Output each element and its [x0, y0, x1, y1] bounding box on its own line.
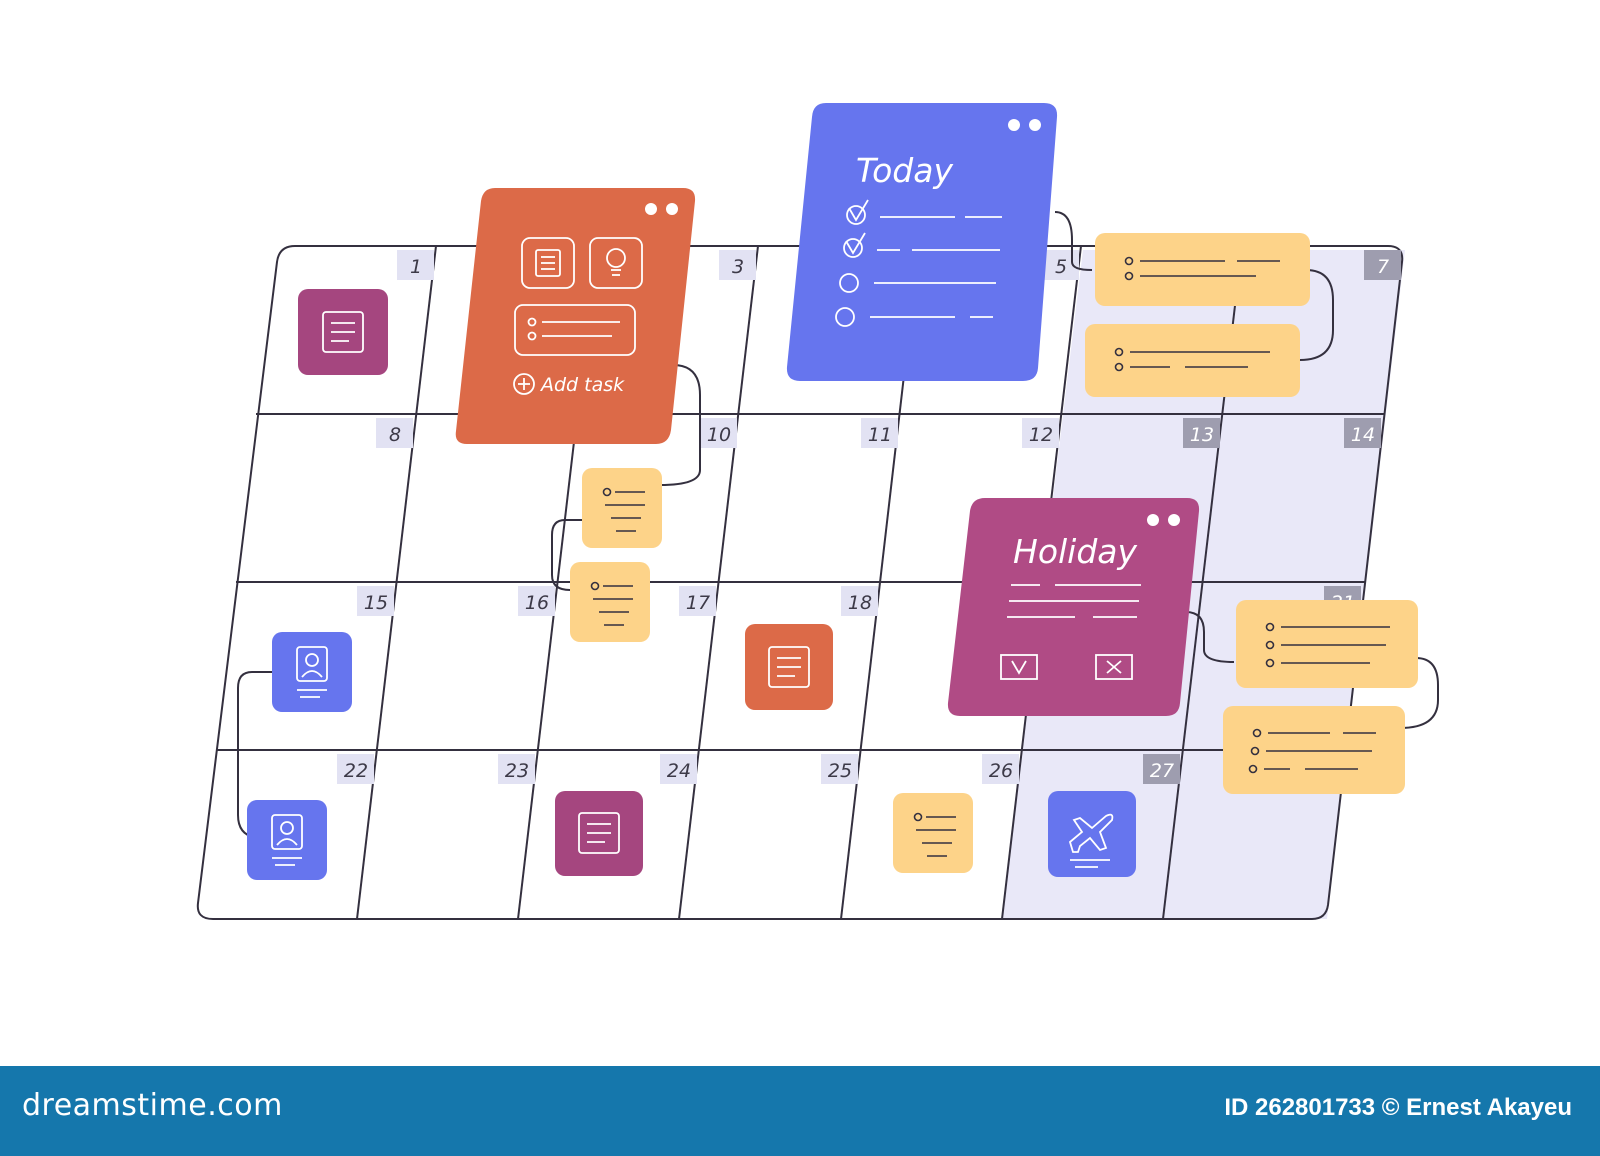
window-dots-icon [645, 203, 678, 215]
calendar-frame [196, 245, 1404, 920]
user-card-icon [296, 646, 328, 698]
tasks-card[interactable]: Add task [455, 188, 696, 444]
add-task-label: Add task [539, 374, 625, 396]
window-dots-icon [1008, 119, 1041, 131]
holiday-title: Holiday [1013, 532, 1138, 571]
airplane-icon [1068, 813, 1114, 868]
document-tile[interactable] [298, 289, 388, 375]
day-number: 27 [1150, 760, 1174, 782]
day-badge-25: 25 [821, 754, 858, 784]
day-badge-11: 11 [861, 418, 898, 448]
holiday-text-lines [1007, 584, 1141, 618]
day-badge-10: 10 [700, 418, 737, 448]
checkbox-icon[interactable] [846, 199, 869, 225]
calendar-illustration: 1 3 5 7 8 10 11 12 13 14 15 16 17 18 21 … [196, 103, 1439, 920]
today-card[interactable]: Today [786, 103, 1058, 381]
user-card-tile[interactable] [247, 800, 327, 880]
day-badge-3: 3 [719, 250, 756, 280]
day-badge-24: 24 [660, 754, 697, 784]
day-number: 15 [364, 592, 388, 614]
today-title: Today [856, 151, 953, 190]
document-icon [322, 311, 364, 353]
day-badge-22: 22 [337, 754, 374, 784]
day-number: 24 [667, 760, 691, 782]
day-badge-12: 12 [1022, 418, 1059, 448]
connector-lines [237, 211, 1439, 839]
checkbox-icon[interactable] [839, 273, 859, 293]
brand-logo[interactable]: dreamstime.com [22, 1088, 283, 1123]
day-number: 17 [686, 592, 710, 614]
confirm-button[interactable] [1000, 654, 1038, 680]
day-number: 8 [389, 424, 401, 446]
day-number: 25 [828, 760, 852, 782]
lightbulb-icon[interactable] [589, 237, 643, 289]
document-icon [768, 646, 810, 688]
note-yellow[interactable] [1236, 600, 1418, 688]
day-badge-14: 14 [1344, 418, 1381, 448]
day-number: 22 [344, 760, 368, 782]
day-number: 26 [989, 760, 1013, 782]
note-yellow-small[interactable] [570, 562, 650, 642]
footer-bar: dreamstime.com ID 262801733 © Ernest Aka… [0, 1066, 1600, 1156]
day-badge-1: 1 [397, 250, 434, 280]
day-number: 12 [1029, 424, 1053, 446]
day-number: 1 [410, 256, 422, 278]
day-number: 13 [1190, 424, 1214, 446]
day-number: 3 [732, 256, 744, 278]
day-number: 18 [848, 592, 872, 614]
note-yellow[interactable] [1223, 706, 1405, 794]
day-badge-8: 8 [376, 418, 413, 448]
close-icon[interactable] [1095, 654, 1133, 680]
day-number: 5 [1055, 256, 1067, 278]
checkbox-icon[interactable] [843, 232, 866, 258]
day-badge-13: 13 [1183, 418, 1220, 448]
document-tile[interactable] [745, 624, 833, 710]
day-badge-26: 26 [982, 754, 1019, 784]
day-number: 23 [505, 760, 529, 782]
day-number: 11 [868, 424, 892, 446]
note-yellow-small[interactable] [582, 468, 662, 548]
day-badge-7: 7 [1364, 250, 1401, 280]
day-number: 10 [707, 424, 731, 446]
day-number: 7 [1377, 256, 1389, 278]
day-badge-17: 17 [679, 586, 716, 616]
user-card-icon [271, 814, 303, 866]
note-yellow[interactable] [1085, 324, 1300, 397]
plus-icon [513, 373, 535, 395]
holiday-card[interactable]: Holiday [947, 498, 1200, 716]
document-icon [578, 812, 620, 854]
note-yellow-small[interactable] [893, 793, 973, 873]
day-badge-15: 15 [357, 586, 394, 616]
day-badge-18: 18 [841, 586, 878, 616]
travel-tile[interactable] [1048, 791, 1136, 877]
day-badge-27: 27 [1143, 754, 1180, 784]
add-task-button[interactable]: Add task [513, 373, 625, 396]
document-icon[interactable] [521, 237, 575, 289]
user-card-tile[interactable] [272, 632, 352, 712]
checklist [835, 199, 1002, 327]
checkbox-icon[interactable] [835, 307, 855, 327]
window-dots-icon [1147, 514, 1180, 526]
day-badge-16: 16 [518, 586, 555, 616]
day-number: 16 [525, 592, 549, 614]
day-badge-23: 23 [498, 754, 535, 784]
note-yellow[interactable] [1095, 233, 1310, 306]
document-tile[interactable] [555, 791, 643, 876]
image-credit: ID 262801733 © Ernest Akayeu [1224, 1094, 1572, 1121]
day-number-badges: 1 3 5 7 8 10 11 12 13 14 15 16 17 18 21 … [337, 250, 1401, 784]
task-list-row[interactable] [514, 304, 636, 356]
day-number: 14 [1351, 424, 1375, 446]
